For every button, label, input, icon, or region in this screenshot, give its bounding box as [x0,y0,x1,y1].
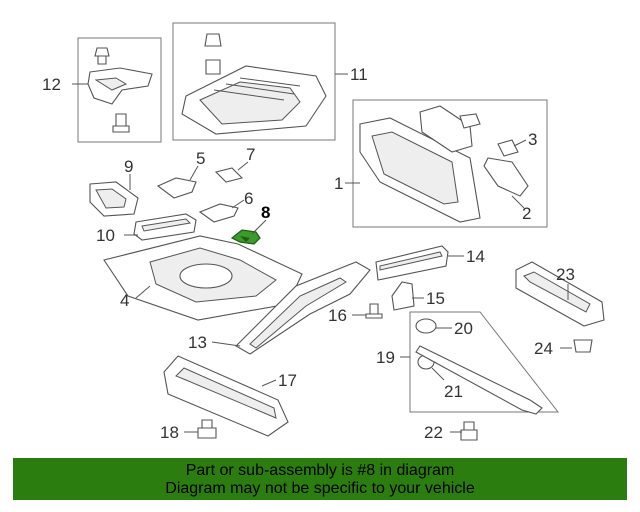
part-1-rear-panel [359,105,529,223]
callout-24: 24 [534,339,553,358]
callout-23: 23 [556,265,575,284]
callout-10: 10 [96,226,115,245]
callout-16: 16 [328,306,347,325]
part-4-rear-floor-pan [103,235,303,321]
group-box-12 [77,37,162,143]
part-22-bolt [460,421,478,441]
callout-12: 12 [42,75,61,94]
callout-11: 11 [350,65,368,84]
callout-2: 2 [522,204,531,223]
part-19-assembly [415,318,543,415]
group-box-1 [352,99,548,228]
callout-7: 7 [246,145,255,164]
callout-13: 13 [188,333,207,352]
banner-line-2: Diagram may not be specific to your vehi… [165,480,475,497]
part-6-bracket [198,203,239,223]
callout-15: 15 [426,289,445,308]
callout-19: 19 [376,348,395,367]
callout-6: 6 [244,189,253,208]
part-16-bolt [365,303,383,319]
part-10-crossmember [133,213,197,241]
part-23-crossmember [515,261,605,327]
callout-18: 18 [160,423,179,442]
part-24-plug [573,339,593,353]
part-8-highlighted-bracket [230,229,261,245]
part-9-bracket [89,181,139,217]
part-18-bolt [197,419,217,439]
callout-9: 9 [124,157,133,176]
footer-banner: Part or sub-assembly is #8 in diagram Di… [13,458,627,500]
callout-21: 21 [444,382,463,401]
callout-4: 4 [120,291,129,310]
banner-line-1: Part or sub-assembly is #8 in diagram [185,462,455,479]
callout-3: 3 [528,130,537,149]
callout-8-arrow [251,219,267,235]
part-14-rail [375,245,449,281]
callout-1: 1 [334,174,343,193]
callout-22: 22 [424,423,443,442]
callout-17: 17 [278,371,297,390]
callout-5: 5 [196,149,205,168]
part-15-bracket [391,281,415,311]
callout-20: 20 [454,319,473,338]
part-13-side-member [235,261,371,355]
part-17-sill [163,355,289,437]
part-11-assembly [181,33,327,135]
callout-8: 8 [261,203,270,222]
callout-14: 14 [466,247,485,266]
group-box-11 [172,22,336,141]
group-box-19 [409,311,560,413]
part-12-assembly [87,47,153,133]
part-7-bracket [214,167,244,183]
part-5-bracket [156,177,197,199]
